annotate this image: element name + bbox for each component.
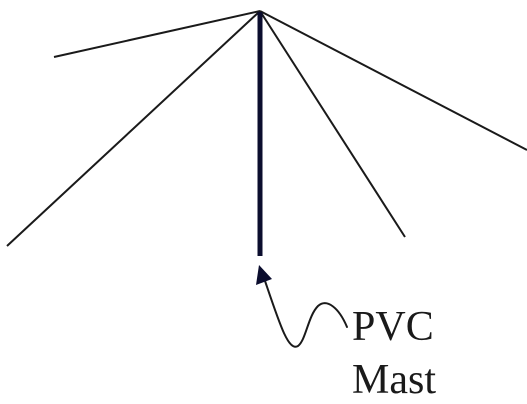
wire-center-right	[259, 10, 406, 238]
wire-far-right	[259, 10, 527, 151]
wire-upper-left	[53, 10, 261, 58]
pointer-squiggle	[262, 274, 348, 348]
label-pvc: PVC	[352, 304, 434, 350]
label-mast: Mast	[352, 357, 436, 403]
wire-lower-left	[6, 10, 261, 247]
pointer-arrowhead	[256, 265, 272, 285]
